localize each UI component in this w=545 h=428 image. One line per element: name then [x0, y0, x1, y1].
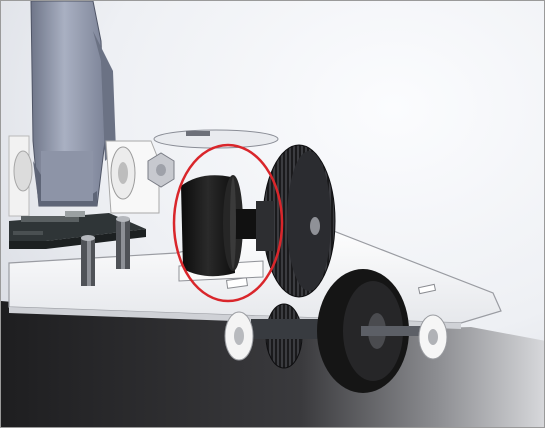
highlight-circle	[172, 143, 284, 303]
top-disc-marks	[186, 131, 210, 136]
circuit-board	[9, 211, 146, 249]
standoffs	[81, 216, 130, 286]
dc-motor	[181, 175, 266, 277]
top-disc	[153, 129, 279, 149]
motor-mount	[105, 140, 160, 214]
plate-slot-1	[225, 277, 249, 289]
spur-gear	[256, 144, 336, 298]
robot-arm	[30, 1, 116, 207]
drive-wheel	[317, 269, 431, 393]
lower-gear	[251, 303, 321, 369]
hex-nut	[147, 152, 175, 188]
left-bearing	[13, 150, 33, 192]
left-lower-bearing	[224, 311, 254, 361]
plate-slot-2	[417, 283, 437, 295]
right-bearing	[418, 314, 448, 360]
